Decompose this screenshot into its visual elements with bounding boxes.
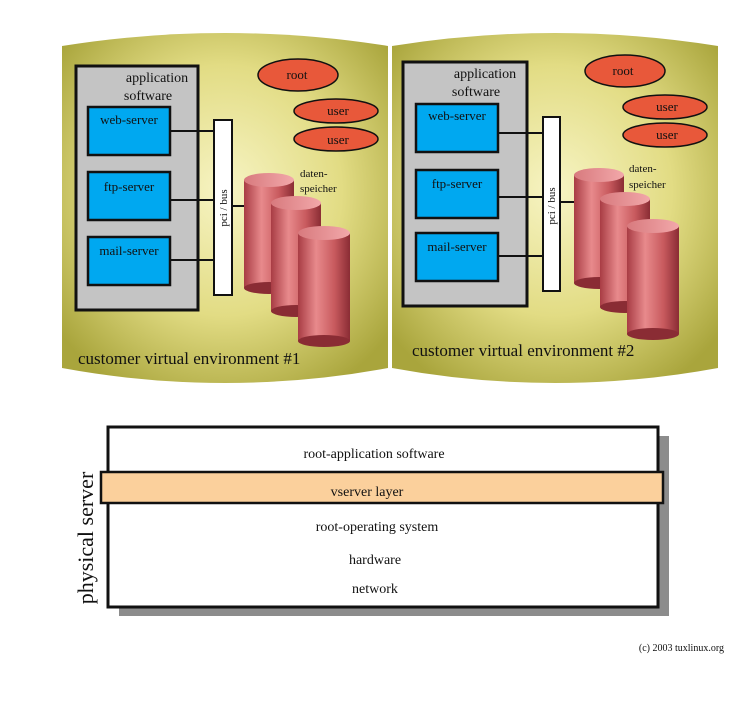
application-label: application [126, 71, 188, 86]
layer-root-operating-system: root-operating system [316, 520, 439, 535]
root-oval [584, 54, 666, 88]
copyright-notice: (c) 2003 tuxlinux.org [639, 643, 724, 654]
root-oval [257, 58, 339, 92]
storage-label-line2: speicher [300, 183, 337, 195]
storage-label-line1: daten- [629, 163, 657, 175]
user-label: user [327, 103, 349, 118]
web-server-label: web-server [428, 108, 486, 123]
storage-label-line2: speicher [629, 179, 666, 191]
pci-bus [213, 119, 233, 296]
stack-frame [106, 425, 660, 609]
layer-network: network [352, 582, 398, 597]
web-server-box [86, 105, 172, 157]
storage-cylinder [627, 219, 679, 340]
mail-server-box [414, 231, 500, 283]
ftp-server-label: ftp-server [104, 179, 155, 194]
storage-cylinders [574, 168, 679, 340]
application-label: application [454, 67, 516, 82]
software-label: software [124, 89, 172, 104]
ftp-server-box [86, 170, 172, 222]
user-label: user [656, 127, 678, 142]
customer-environment-2: application software web-server ftp-serv… [392, 33, 718, 383]
layer-hardware: hardware [349, 553, 401, 568]
mail-server-label: mail-server [99, 243, 159, 258]
environment-2-title: customer virtual environment #2 [412, 341, 634, 360]
ftp-server-box [414, 168, 500, 220]
software-label: software [452, 85, 500, 100]
environment-1-title: customer virtual environment #1 [78, 349, 300, 368]
root-label: root [613, 63, 634, 78]
pci-bus-label: pci / bus [218, 189, 230, 226]
pci-bus-label: pci / bus [546, 187, 558, 224]
web-server-box [414, 102, 500, 154]
user-label: user [656, 99, 678, 114]
root-label: root [287, 67, 308, 82]
user-oval [293, 98, 379, 124]
vserver-layer-band [99, 470, 665, 505]
web-server-label: web-server [100, 112, 158, 127]
storage-cylinder [298, 226, 350, 347]
physical-server-stack: root-application software vserver layer … [73, 425, 669, 616]
physical-server-label: physical server [73, 471, 98, 604]
user-label: user [327, 132, 349, 147]
layer-vserver: vserver layer [331, 485, 404, 500]
pci-bus [542, 116, 561, 292]
customer-environment-1: application software web-server ftp-serv… [62, 33, 388, 383]
mail-server-label: mail-server [427, 239, 487, 254]
storage-label-line1: daten- [300, 168, 328, 180]
user-oval [293, 126, 379, 152]
user-oval [622, 122, 708, 148]
storage-cylinders [244, 173, 350, 347]
layer-root-application-software: root-application software [303, 447, 444, 462]
user-oval [622, 94, 708, 120]
ftp-server-label: ftp-server [432, 176, 483, 191]
